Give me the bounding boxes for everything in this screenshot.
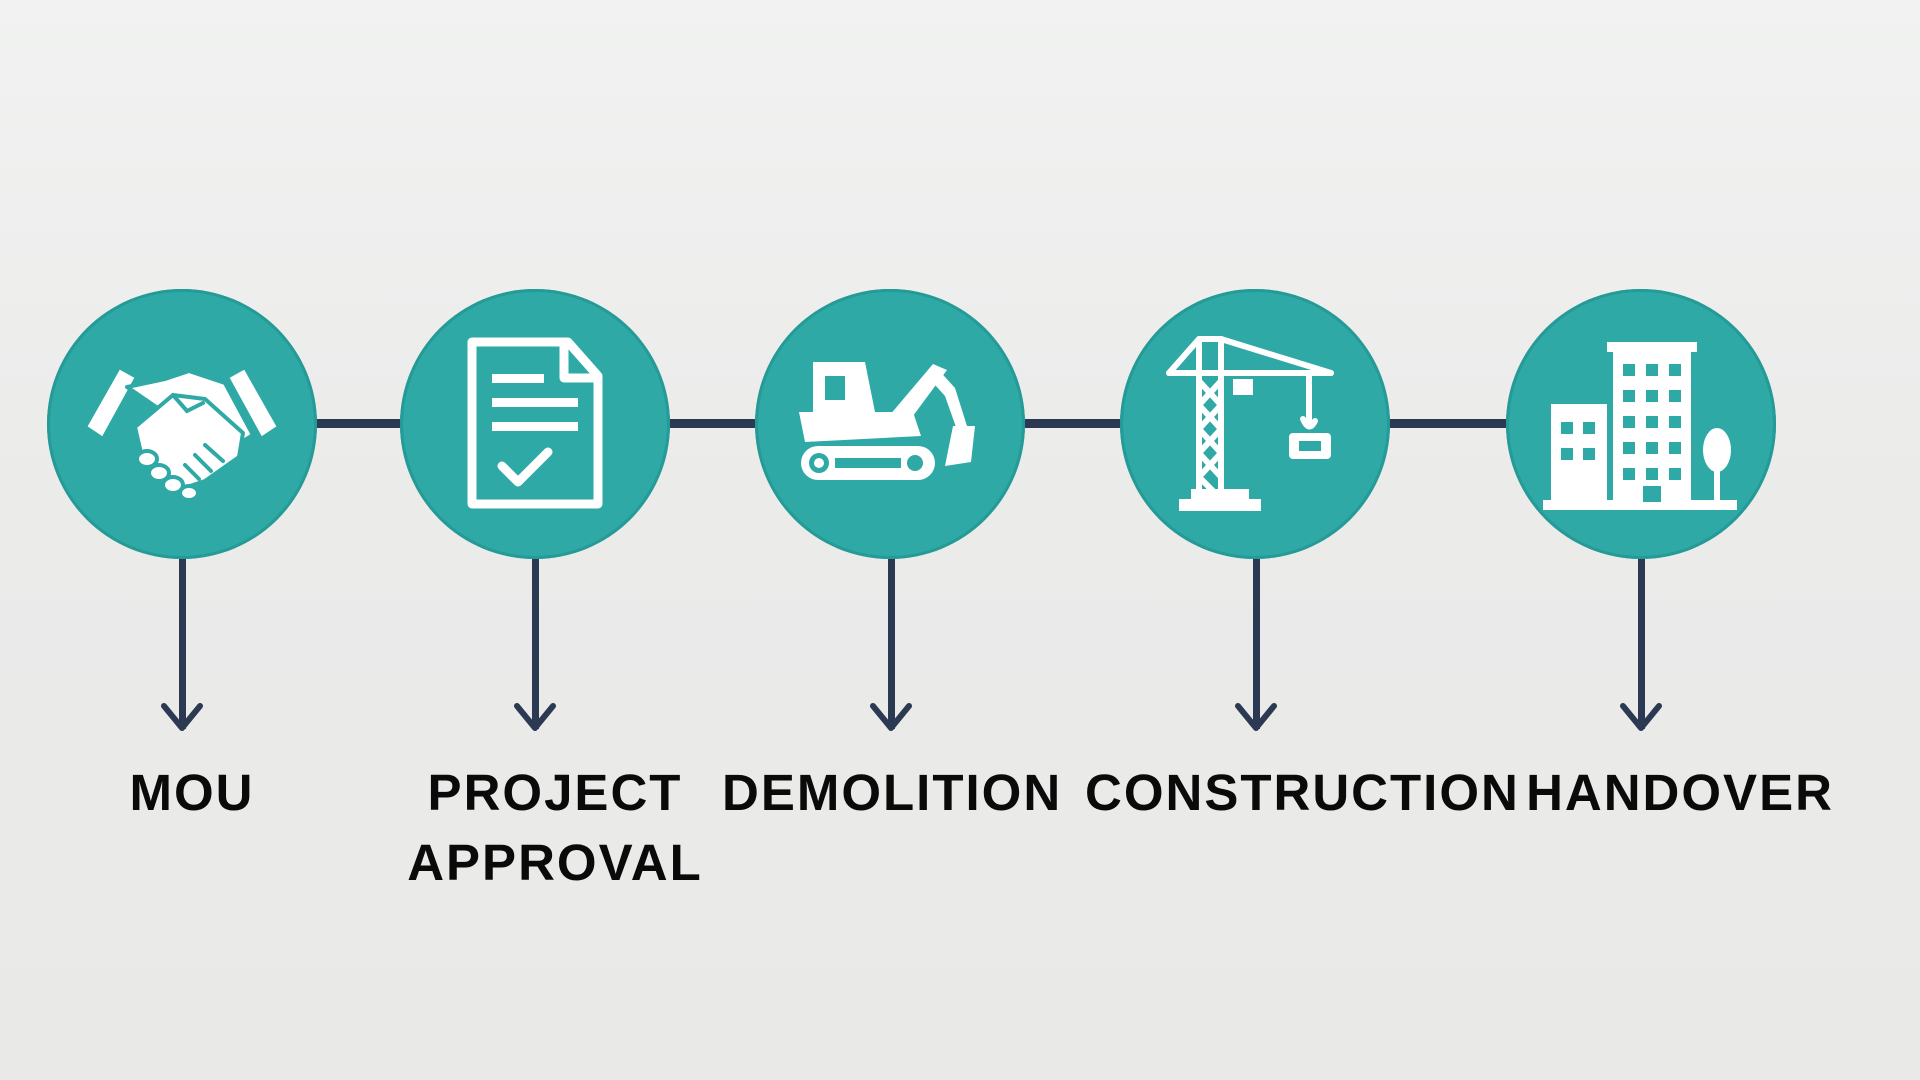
document-check-icon bbox=[467, 337, 603, 509]
down-arrow-icon bbox=[514, 703, 556, 731]
down-arrow-icon bbox=[1235, 703, 1277, 731]
down-arrow-icon bbox=[1620, 703, 1662, 731]
excavator-icon bbox=[799, 362, 975, 480]
connector-line bbox=[670, 419, 755, 428]
step-label-line: APPROVAL bbox=[407, 834, 703, 891]
down-connector bbox=[888, 559, 895, 729]
step-handover-circle bbox=[1506, 289, 1776, 559]
step-project-approval-circle bbox=[400, 289, 670, 559]
connector-line bbox=[1388, 419, 1506, 428]
down-connector bbox=[532, 559, 539, 729]
down-connector bbox=[179, 559, 186, 729]
connector-line bbox=[1025, 419, 1120, 428]
building-icon bbox=[1543, 342, 1737, 510]
step-construction-circle bbox=[1120, 289, 1390, 559]
step-label-line: CONSTRUCTION bbox=[1085, 764, 1520, 821]
step-label-line: DEMOLITION bbox=[722, 764, 1063, 821]
step-label-line: MOU bbox=[129, 764, 255, 821]
step-label-demolition: DEMOLITION bbox=[722, 758, 1062, 828]
down-arrow-icon bbox=[870, 703, 912, 731]
step-demolition-circle bbox=[755, 289, 1025, 559]
down-connector bbox=[1638, 559, 1645, 729]
step-label-construction: CONSTRUCTION bbox=[1085, 758, 1520, 828]
connector-line bbox=[315, 419, 400, 428]
step-label-line: PROJECT bbox=[427, 764, 683, 821]
step-label-handover: HANDOVER bbox=[1520, 758, 1840, 828]
step-mou-circle bbox=[47, 289, 317, 559]
handshake-icon bbox=[83, 365, 281, 499]
down-arrow-icon bbox=[161, 703, 203, 731]
tower-crane-icon bbox=[1166, 336, 1334, 511]
step-label-line: HANDOVER bbox=[1526, 764, 1834, 821]
step-label-mou: MOU bbox=[72, 758, 312, 828]
step-label-project-approval: PROJECT APPROVAL bbox=[395, 758, 715, 898]
down-connector bbox=[1253, 559, 1260, 729]
